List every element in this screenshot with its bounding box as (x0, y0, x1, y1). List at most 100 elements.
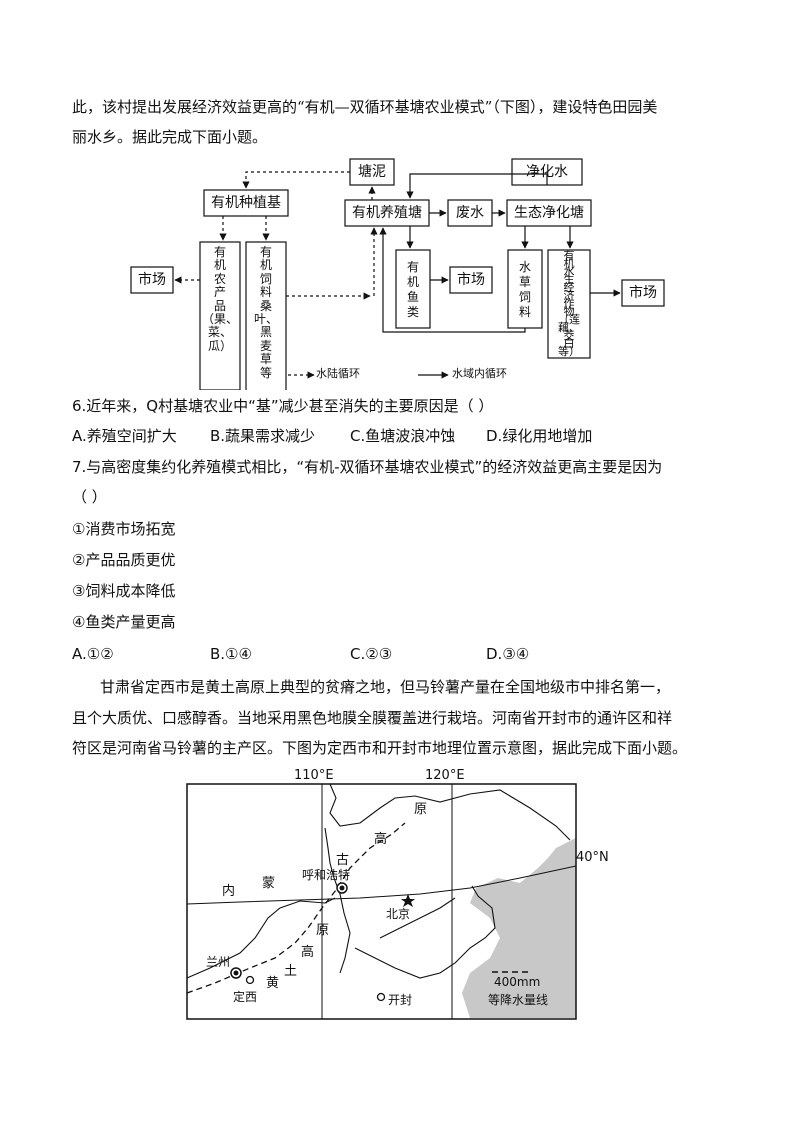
label-lon-110: 110°E (294, 768, 334, 783)
q7-item-2: ②产品品质更优 (72, 551, 176, 569)
isohyet-400mm (186, 822, 406, 994)
aquatic-crops-char: 济 (563, 289, 575, 302)
label-meng: 蒙 (262, 876, 276, 891)
organic-fish-char: 鱼 (406, 290, 419, 304)
yellow-river-east (324, 827, 351, 974)
q7-item-4: ④鱼类产量更高 (72, 613, 176, 631)
q7-stem: 7.与高密度集约化养殖模式相比，“有机-双循环基塘农业模式”的经济效益更高主要是… (72, 458, 663, 476)
sea-area (462, 838, 576, 1018)
box-organic-fish (395, 249, 431, 329)
label-waste-water: 废水 (456, 205, 484, 221)
organic-feed-char: 叶、 (253, 312, 278, 327)
label-eco-purify-pond: 生态净化塘 (514, 205, 584, 221)
coast-line (354, 885, 496, 979)
label-aquatic-feed: 水草饲料 (508, 260, 542, 320)
organic-produce-char: 机 (213, 258, 226, 273)
legend-400mm: 400mm (494, 975, 541, 989)
organic-produce-char: 农 (213, 271, 226, 286)
box-organic-planting (203, 189, 289, 217)
box-organic-feed (245, 241, 287, 390)
label-beijing: 北京 (386, 907, 411, 921)
aquatic-feed-char: 草 (518, 275, 531, 289)
label-hohhot: 呼和浩特 (302, 868, 351, 882)
organic-produce-char: （果、 (201, 312, 238, 327)
aquatic-crops-char: 机 (563, 257, 575, 270)
intro-line-2: 丽水乡。据此完成下面小题。 (72, 128, 268, 146)
organic-feed-char: 有 (259, 245, 272, 259)
organic-produce-char: 有 (213, 245, 226, 259)
label-aquatic-crops: 有机水生经济作物（莲藕、茭白等） (548, 249, 590, 358)
organic-fish-char: 机 (406, 275, 419, 289)
organic-feed-char: 黑 (259, 325, 272, 340)
label-pond-mud: 塘泥 (358, 164, 386, 180)
q6-option-a[interactable]: A.养殖空间扩大 (72, 427, 177, 445)
organic-feed-char: 等 (259, 365, 272, 380)
box-market-mid (449, 266, 493, 294)
box-eco-purify-pond (506, 199, 592, 227)
organic-feed-char: 机 (259, 258, 272, 273)
intro-line-1: 此，该村提出发展经济效益更高的“有机—双循环基塘农业模式”（下图），建设特色田园… (72, 98, 658, 116)
aquatic-crops-char: 作 (563, 297, 575, 310)
legend-water: 水域内循环 (452, 367, 507, 380)
label-tu: 土 (284, 964, 298, 979)
label-gao-2: 高 (301, 945, 315, 960)
q6-option-d[interactable]: D.绿化用地增加 (486, 427, 593, 445)
location-map (186, 783, 577, 1020)
label-lanzhou: 兰州 (206, 955, 231, 969)
organic-produce-char: 产 (213, 285, 226, 300)
organic-feed-char: 饲 (259, 271, 272, 286)
label-organic-produce: 有机农产品（果、菜、瓜） (200, 245, 240, 353)
organic-feed-char: 桑 (259, 298, 272, 313)
label-organic-fish: 有机鱼类 (396, 260, 430, 320)
aquatic-crops-char: 等） (558, 345, 580, 358)
q7-item-3: ③饲料成本降低 (72, 582, 176, 600)
aquatic-crops-char: 有 (563, 249, 575, 262)
passage2-line-3: 符区是河南省马铃薯的主产区。下图为定西市和开封市地理位置示意图，据此完成下面小题… (72, 739, 688, 757)
label-dingxi: 定西 (233, 990, 258, 1004)
q7-option-d[interactable]: D.③④ (486, 645, 530, 663)
organic-feed-char: 草 (259, 352, 272, 367)
box-market-right (621, 279, 665, 307)
q7-item-1: ①消费市场拓宽 (72, 520, 176, 538)
parallel-40n (186, 865, 577, 905)
q6-stem: 6.近年来，Q村基塘农业中“基”减少甚至消失的主要原因是（ ） (72, 397, 494, 415)
agriculture-cycle-diagram (130, 158, 665, 390)
label-market-mid: 市场 (457, 272, 485, 288)
label-organic-feed: 有机饲料桑叶、黑麦草等 (246, 245, 286, 380)
organic-produce-char: 品 (213, 298, 226, 313)
border-north (329, 783, 571, 841)
q7-option-c[interactable]: C.②③ (350, 645, 393, 663)
organic-produce-char: 菜、 (207, 325, 232, 340)
aquatic-crops-char: 水 (563, 265, 575, 278)
aquatic-crops-char: 生 (563, 273, 575, 286)
organic-produce-char: 瓜） (207, 338, 232, 353)
organic-fish-char: 有 (406, 260, 419, 274)
beijing-star (401, 894, 415, 907)
aquatic-feed-char: 饲 (518, 290, 531, 304)
q6-option-b[interactable]: B.蔬果需求减少 (210, 427, 316, 445)
aquatic-crops-char: 经 (563, 281, 575, 294)
label-kaifeng: 开封 (388, 993, 413, 1007)
passage2-line-1: 甘肃省定西市是黄土高原上典型的贫瘠之地，但马铃薯产量在全国地级市中排名第一， (100, 678, 671, 696)
q6-option-c[interactable]: C.鱼塘波浪冲蚀 (350, 427, 456, 445)
q7-option-a[interactable]: A.①② (72, 645, 114, 663)
river-west (186, 897, 336, 979)
label-gao-1: 高 (374, 832, 388, 847)
aquatic-crops-char: 茭 (563, 329, 575, 342)
q7-option-b[interactable]: B.①④ (210, 645, 252, 663)
dingxi-marker (245, 975, 255, 985)
label-lon-120: 120°E (425, 768, 465, 783)
label-gu: 古 (336, 853, 350, 868)
aquatic-feed-char: 料 (518, 305, 531, 319)
label-organic-planting: 有机种植基 (211, 195, 281, 211)
box-aquatic-crops (547, 249, 591, 359)
aquatic-crops-char: （莲 (558, 313, 580, 326)
organic-fish-char: 类 (406, 305, 419, 319)
legend-land-water: 水陆循环 (316, 367, 360, 380)
aquatic-feed-char: 水 (518, 260, 531, 274)
organic-feed-char: 麦 (259, 338, 272, 353)
label-lat-40: 40°N (576, 850, 609, 865)
box-organic-produce (199, 241, 241, 390)
passage2-line-2: 且个大质优、口感醇香。当地采用黑色地膜全膜覆盖进行栽培。河南省开封市的通许区和祥 (72, 709, 673, 727)
label-market-left: 市场 (138, 272, 166, 288)
